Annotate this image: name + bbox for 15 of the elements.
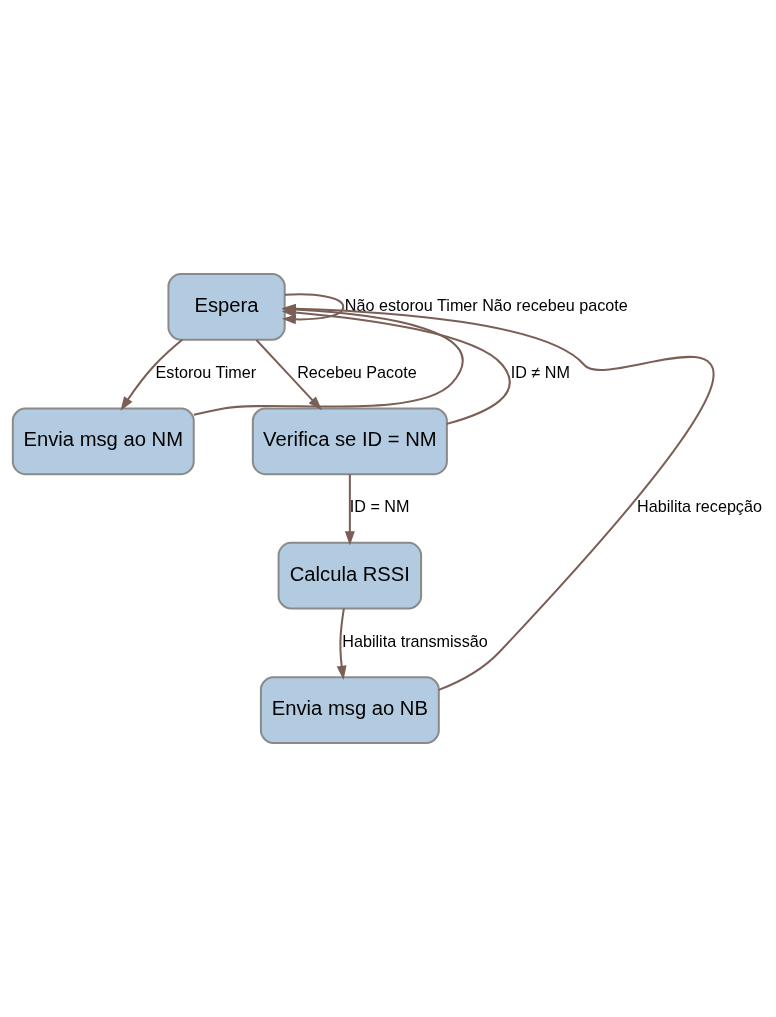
node-box: Calcula RSSI [277,541,423,610]
edge-label: Habilita recepção [637,497,762,516]
node-box: Envia msg ao NM [11,407,195,476]
arrow [344,474,355,546]
edge-label: Não estorou Timer Não recebeu pacote [344,295,628,314]
edge-label: Habilita transmissão [342,631,488,650]
edge-label: Recebeu Pacote [297,362,417,381]
edge-label: Estorou Timer [155,362,257,381]
edge-label: ID ≠ NM [510,362,570,381]
arrow [336,608,347,680]
node-box: Envia msg ao NB [259,676,440,744]
node-box: Verifica se ID = NM [251,407,448,476]
arrow [120,338,183,411]
edge-label: ID = NM [349,497,410,516]
node-box: Espera [167,273,286,341]
